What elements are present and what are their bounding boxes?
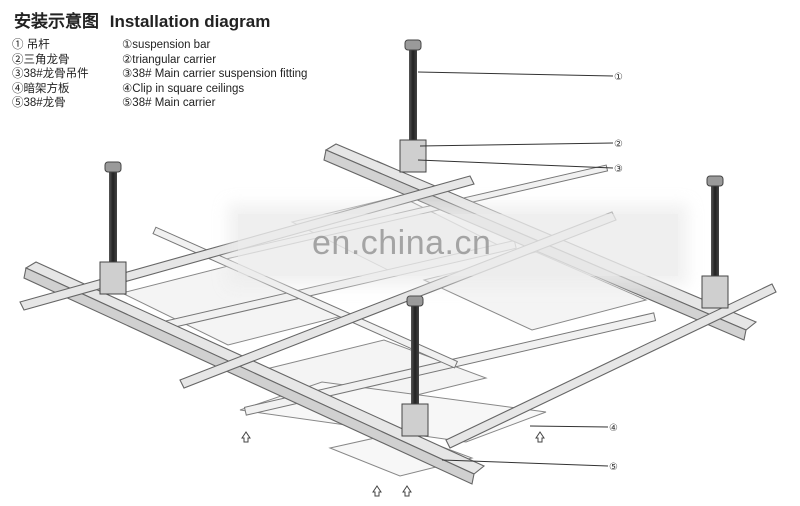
legend-item: ④暗架方板 <box>12 82 70 95</box>
legend-item: ①suspension bar <box>122 39 211 51</box>
suspension-bar <box>401 295 429 437</box>
legend-item: ②triangular carrier <box>122 53 217 66</box>
suspension-bars <box>99 39 729 437</box>
callout-2: ② <box>614 139 623 150</box>
legend-chinese: ① 吊杆 ②三角龙骨 ③38#龙骨吊件 ④暗架方板 ⑤38#龙骨 <box>12 38 89 111</box>
main-carrier-front-side <box>23 267 475 485</box>
watermark-band <box>238 214 678 276</box>
legend-item: ① 吊杆 <box>12 39 50 51</box>
title-english: Installation diagram <box>109 12 271 31</box>
legend-item: ④Clip in square ceilings <box>122 82 245 95</box>
callout-leaders <box>417 71 614 467</box>
diagram-title: 安装示意图 Installation diagram <box>14 7 270 32</box>
legend-item: ⑤38# Main carrier <box>122 97 216 110</box>
up-arrow-icon <box>402 485 412 497</box>
up-arrow-icon <box>535 431 545 443</box>
up-arrow-icon <box>372 485 382 497</box>
legend-item: ③38#龙骨吊件 <box>12 68 89 81</box>
up-arrow-icon <box>241 431 251 443</box>
suspension-bar <box>701 175 729 309</box>
title-chinese: 安装示意图 <box>14 12 99 31</box>
suspension-bar <box>99 161 127 295</box>
panel-arrows <box>241 431 545 497</box>
suspension-bar <box>399 39 427 173</box>
main-carrier-far-right <box>445 283 777 449</box>
legend-item: ③38# Main carrier suspension fitting <box>122 68 308 81</box>
legend-english: ①suspension bar ②triangular carrier ③38#… <box>122 38 307 111</box>
legend-item: ⑤38#龙骨 <box>12 97 66 110</box>
watermark-text: en.china.cn <box>312 224 492 262</box>
callout-5: ⑤ <box>609 462 618 473</box>
legend-item: ②三角龙骨 <box>12 53 70 66</box>
callout-4: ④ <box>609 423 618 434</box>
callout-1: ① <box>614 72 623 83</box>
callout-3: ③ <box>614 164 623 175</box>
